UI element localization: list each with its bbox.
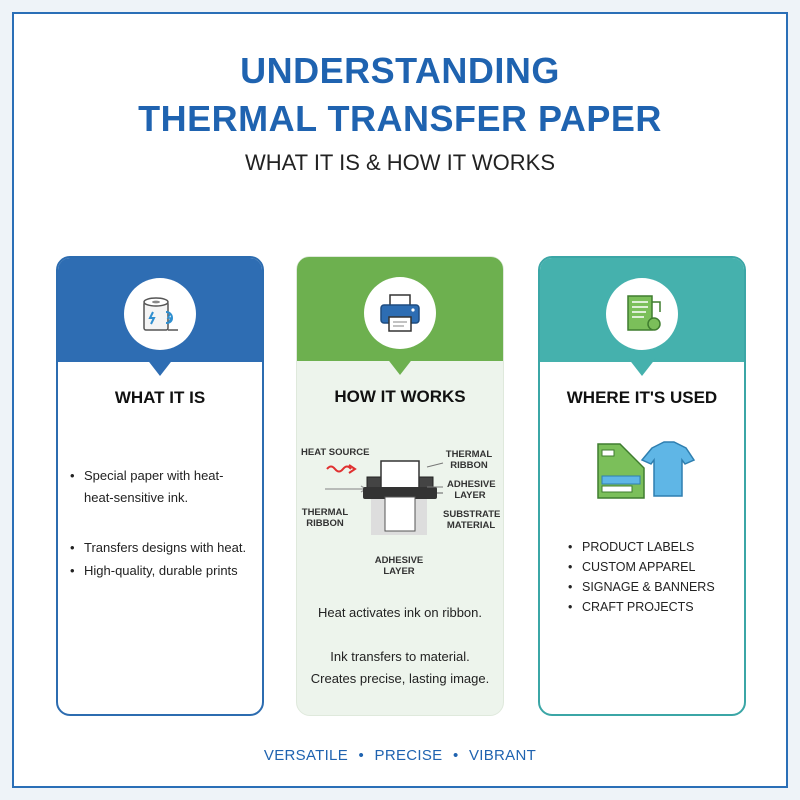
how-it-works-line-3: Creates precise, lasting image.	[310, 671, 490, 686]
card-pointer	[146, 358, 174, 376]
label-thermal-ribbon-left: THERMAL RIBBON	[301, 507, 349, 529]
thermal-transfer-diagram	[325, 460, 444, 535]
tagline-word: VIBRANT	[468, 747, 537, 764]
heat-wave-icon	[326, 465, 352, 473]
card-what-it-is: WHAT IT IS Special paper with heat- heat…	[56, 256, 264, 716]
tagline-separator: •	[358, 747, 365, 764]
subtitle: WHAT IT IS & HOW IT WORKS	[244, 150, 556, 175]
card-pointer	[386, 357, 414, 375]
card-how-it-works: HOW IT WORKS HEAT SOURCE THERMAL RIBBON …	[296, 256, 504, 716]
card-pointer	[628, 358, 656, 376]
tagline-separator: •	[452, 747, 459, 764]
label-substrate-material: SUBSTRATE MATERIAL	[443, 509, 501, 531]
title-line-1: UNDERSTANDING	[240, 50, 560, 91]
labels-and-apparel-illustration	[597, 441, 696, 499]
list-item: High-quality, durable prints	[70, 563, 254, 578]
list-item: SIGNAGE & BANNERS	[568, 580, 736, 594]
tagline: VERSATILE • PRECISE • VIBRANT	[0, 747, 800, 764]
label-heat-source: HEAT SOURCE	[301, 447, 370, 458]
what-it-is-list-2: Transfers designs with heat. High-qualit…	[70, 540, 254, 578]
card-title: HOW IT WORKS	[334, 387, 466, 406]
list-item: CRAFT PROJECTS	[568, 600, 736, 614]
list-item: Transfers designs with heat.	[70, 540, 254, 555]
list-item: Special paper with heat-	[70, 468, 254, 483]
tagline-word: PRECISE	[374, 747, 443, 764]
label-adhesive-layer-bottom: ADHESIVE LAYER	[374, 555, 424, 577]
tagline-word: VERSATILE	[263, 747, 349, 764]
label-document-icon	[606, 278, 678, 350]
title-line-2: THERMAL TRANSFER PAPER	[138, 98, 662, 139]
card-title: WHAT IT IS	[114, 388, 206, 407]
how-it-works-line-2: Ink transfers to material.	[330, 649, 470, 664]
what-it-is-list: Special paper with heat-	[70, 468, 254, 483]
list-item: CUSTOM APPAREL	[568, 560, 736, 574]
paper-roll-icon	[124, 278, 196, 350]
label-thermal-ribbon-right: THERMAL RIBBON	[445, 449, 493, 471]
list-item: PRODUCT LABELS	[568, 540, 736, 554]
list-item-continuation: heat-sensitive ink.	[84, 490, 189, 505]
tshirt-icon	[640, 441, 696, 497]
transfer-paper	[384, 496, 416, 532]
heat-arrow-icon	[348, 464, 357, 474]
leader-line	[426, 462, 444, 468]
printer-icon	[364, 277, 436, 349]
how-it-works-line-1: Heat activates ink on ribbon.	[317, 605, 483, 620]
heat-element	[380, 460, 420, 490]
label-adhesive-layer-right: ADHESIVE LAYER	[447, 479, 496, 501]
card-title: WHERE IT'S USED	[566, 388, 718, 407]
print-head-base	[363, 487, 437, 499]
where-its-used-list: PRODUCT LABELS CUSTOM APPAREL SIGNAGE & …	[568, 540, 736, 614]
card-where-its-used: WHERE IT'S USED PRODUCT LABELS CUSTOM AP…	[538, 256, 746, 716]
